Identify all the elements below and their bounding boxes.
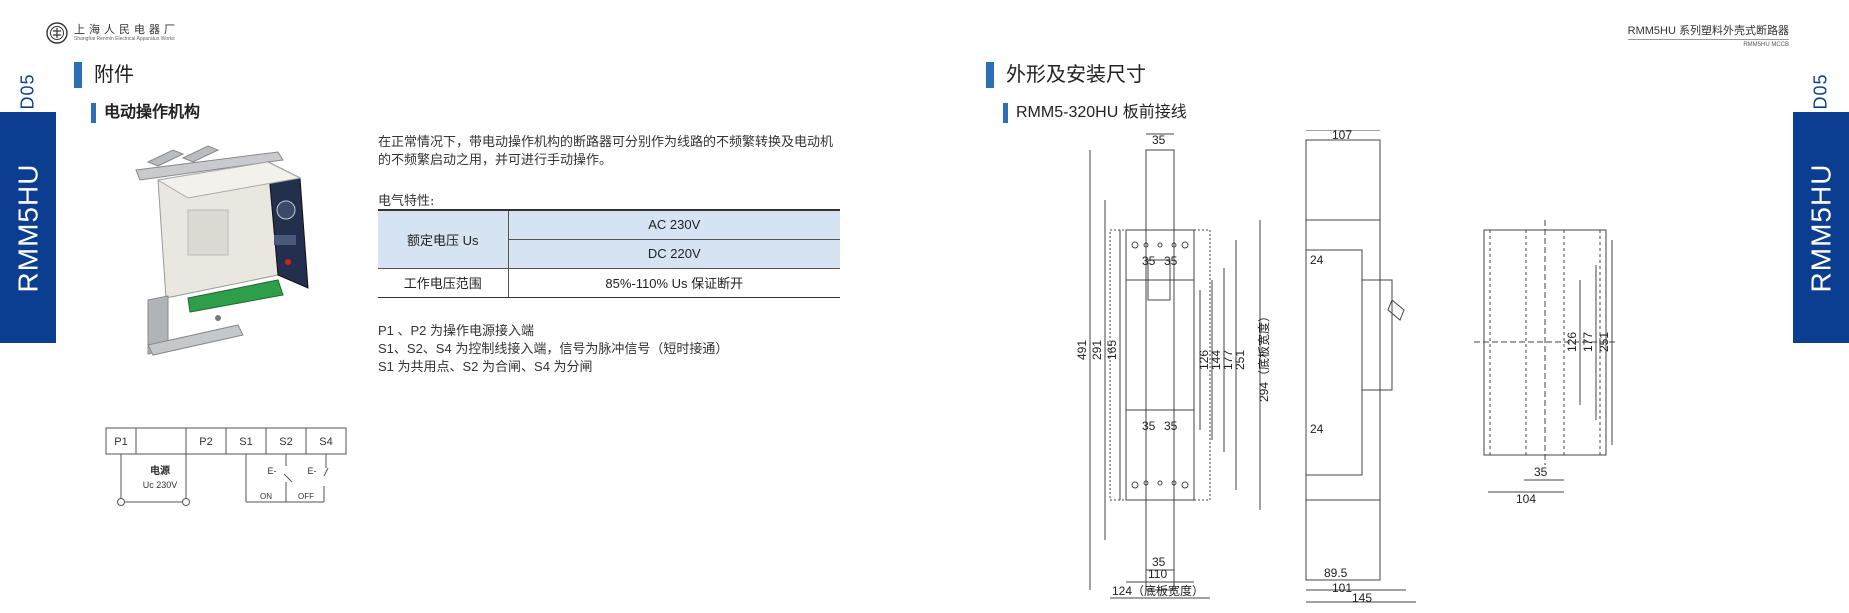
dim-label: 251	[1233, 350, 1247, 370]
power-voltage: Uc 230V	[143, 480, 178, 490]
subsection-title-motor-operator: 电动操作机构	[91, 103, 200, 123]
dim-label: 251	[1597, 332, 1611, 352]
working-range-value: 85%-110% Us 保证断开	[508, 268, 840, 298]
dim-label: 165	[1105, 340, 1119, 360]
terminal-notes: P1 、P2 为操作电源接入端 S1、S2、S4 为控制线接入端，信号为脉冲信号…	[378, 322, 728, 376]
side-tab-right: D05 RMM5HU	[1793, 70, 1849, 343]
table-row: DC 220V	[378, 239, 840, 269]
company-name-en: Shanghai Renmin Electrical Apparatus Wor…	[74, 35, 175, 42]
switch-off-label: OFF	[298, 492, 314, 501]
motor-operator-image	[135, 145, 309, 356]
terminal-label: S1	[239, 436, 252, 448]
terminal-label: P1	[114, 436, 127, 448]
dim-label: 89.5	[1324, 566, 1348, 580]
side-tab-model: RMM5HU	[12, 163, 44, 292]
note-line: P1 、P2 为操作电源接入端	[378, 323, 535, 338]
dim-label: 294（底板宽度）	[1256, 310, 1271, 402]
dim-label: 144	[1209, 350, 1223, 370]
series-header: RMM5HU 系列塑料外壳式断路器 RMM5HU MCCB	[1627, 22, 1789, 48]
section-title-dimensions: 外形及安装尺寸	[986, 62, 1146, 88]
table-row: 额定电压 Us AC 230V	[378, 209, 840, 269]
terminal-label: S2	[279, 436, 292, 448]
working-range-label: 工作电压范围	[378, 268, 509, 298]
terminal-label: P2	[199, 436, 212, 448]
note-line: S1、S2、S4 为控制线接入端，信号为脉冲信号（短时接通）	[378, 341, 729, 356]
switch-symbol: E-	[308, 466, 317, 476]
dim-label: 491	[1075, 340, 1089, 360]
side-tab-code: D05	[1810, 72, 1831, 110]
table-row: 工作电压范围 85%-110% Us 保证断开	[378, 268, 840, 298]
dim-label: 177	[1581, 332, 1595, 352]
dim-label: 35	[1152, 555, 1166, 569]
wiring-diagram: P1 P2 S1 S2 S4 电源 Uc 230V E- E- ON OFF	[105, 427, 347, 506]
series-subtitle: RMM5HU MCCB	[1743, 42, 1789, 48]
dim-label: 145	[1352, 591, 1372, 605]
rated-voltage-dc: DC 220V	[508, 239, 840, 269]
dim-label: 291	[1090, 340, 1104, 360]
dim-label: 126	[1565, 332, 1579, 352]
dim-label: 107	[1332, 130, 1352, 142]
dim-label: 35	[1142, 419, 1156, 433]
dim-label: 35	[1142, 254, 1156, 268]
dimension-drawing: 35 35 35 35 35 35 491 291 165 126 144 17…	[1075, 130, 1616, 605]
company-name-cn: 上海人民电器厂	[74, 23, 179, 36]
company-logo: 上海人民电器厂 Shanghai Renmin Electrical Appar…	[46, 22, 179, 44]
electrical-spec-table: 额定电压 Us AC 230V DC 220V 工作电压范围 85%-110% …	[378, 209, 840, 298]
description-text: 在正常情况下，带电动操作机构的断路器可分别作为线路的不频繁转换及电动机的不频繁启…	[378, 135, 834, 168]
subsection-title-front-wiring: RMM5-320HU 板前接线	[1003, 103, 1187, 123]
dim-label: 177	[1221, 350, 1235, 370]
dim-label: 104	[1516, 492, 1536, 506]
side-tab-code: D05	[17, 72, 38, 110]
rated-voltage-ac: AC 230V	[508, 209, 840, 240]
dim-label: 35	[1164, 254, 1178, 268]
series-title: RMM5HU 系列塑料外壳式断路器	[1627, 22, 1789, 40]
section-title-accessories: 附件	[74, 62, 134, 88]
dim-label: 110	[1148, 567, 1167, 581]
side-tab-left: D05 RMM5HU	[0, 70, 56, 343]
dim-label: 24	[1310, 253, 1324, 267]
dim-label: 24	[1310, 422, 1324, 436]
note-line: S1 为共用点、S2 为合闸、S4 为分闸	[378, 359, 593, 374]
switch-symbol: E-	[268, 466, 277, 476]
electrical-characteristics-label: 电气特性:	[378, 194, 435, 209]
dim-label: 35	[1152, 133, 1166, 147]
dim-label: 35	[1164, 419, 1178, 433]
dim-label: 124（底板宽度）	[1112, 583, 1204, 598]
side-tab-model: RMM5HU	[1805, 163, 1837, 292]
company-emblem-icon	[46, 22, 68, 44]
switch-on-label: ON	[260, 492, 272, 501]
dim-label: 101	[1332, 581, 1352, 595]
rated-voltage-label: 额定电压 Us	[378, 209, 509, 269]
dim-label: 126	[1197, 350, 1211, 370]
terminal-label: S4	[319, 436, 332, 448]
dim-label: 35	[1534, 465, 1548, 479]
power-label: 电源	[150, 464, 170, 477]
